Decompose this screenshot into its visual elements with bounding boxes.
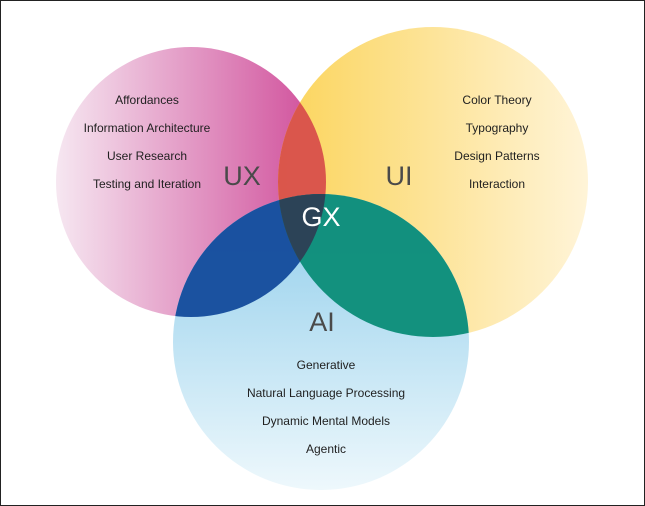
ux-ai-overlap <box>173 194 326 317</box>
ux-item-information-architecture: Information Architecture <box>84 121 211 135</box>
ai-item-natural-language-processing: Natural Language Processing <box>247 386 405 400</box>
ux-label: UX <box>223 161 261 191</box>
ai-item-generative: Generative <box>297 358 356 372</box>
ai-item-dynamic-mental-models: Dynamic Mental Models <box>262 414 390 428</box>
ui-label: UI <box>386 161 413 191</box>
ui-item-design-patterns: Design Patterns <box>454 149 539 163</box>
ui-ai-overlap <box>278 194 469 337</box>
ui-item-color-theory: Color Theory <box>462 93 531 107</box>
ux-item-testing-and-iteration: Testing and Iteration <box>93 177 201 191</box>
ux-item-affordances: Affordances <box>115 93 179 107</box>
ai-label: AI <box>309 307 335 337</box>
ui-item-interaction: Interaction <box>469 177 525 191</box>
gx-label: GX <box>301 202 340 232</box>
ai-item-agentic: Agentic <box>306 442 346 456</box>
ux-item-user-research: User Research <box>107 149 187 163</box>
ui-item-typography: Typography <box>466 121 529 135</box>
